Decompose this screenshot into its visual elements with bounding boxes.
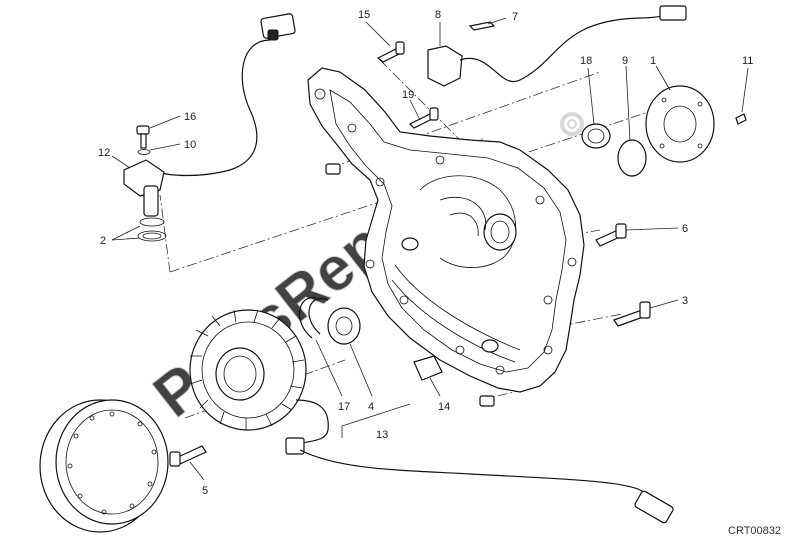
part-label-5: 5: [202, 485, 208, 497]
part-label-7: 7: [512, 11, 518, 23]
part-label-8: 8: [435, 9, 441, 21]
part-label-11: 11: [742, 55, 753, 67]
part-label-19: 19: [402, 89, 414, 101]
leader-lines: [111, 17, 749, 481]
part-label-2: 2: [100, 235, 106, 247]
part-label-15: 15: [358, 9, 370, 21]
part-label-13: 13: [376, 429, 388, 441]
part-label-1: 1: [650, 55, 656, 67]
part-label-4: 4: [368, 401, 374, 413]
pickup-unit-8: [427, 5, 687, 87]
part-label-18: 18: [580, 55, 592, 67]
part-label-14: 14: [438, 401, 450, 413]
engine-cover: [307, 67, 585, 407]
bolts: [169, 41, 747, 467]
watermark-gear-icon: [560, 112, 584, 136]
part-label-10: 10: [184, 139, 196, 151]
part-labels: 15 8 7 18 9 1 11 19 16 10 12 2 6 3 17 4 …: [98, 9, 753, 497]
part-label-16: 16: [184, 111, 196, 123]
seal-and-flange: [581, 85, 715, 177]
part-label-17: 17: [338, 401, 350, 413]
bearing-and-clips: [298, 297, 443, 438]
flywheel-rotor: [39, 399, 169, 533]
part-label-6: 6: [682, 223, 688, 235]
part-label-12: 12: [98, 147, 110, 159]
drawing-code: CRT00832: [728, 525, 781, 537]
pickup-sensor-assembly: [123, 13, 296, 242]
part-label-3: 3: [682, 295, 688, 307]
stator: [189, 309, 674, 524]
part-label-9: 9: [622, 55, 628, 67]
